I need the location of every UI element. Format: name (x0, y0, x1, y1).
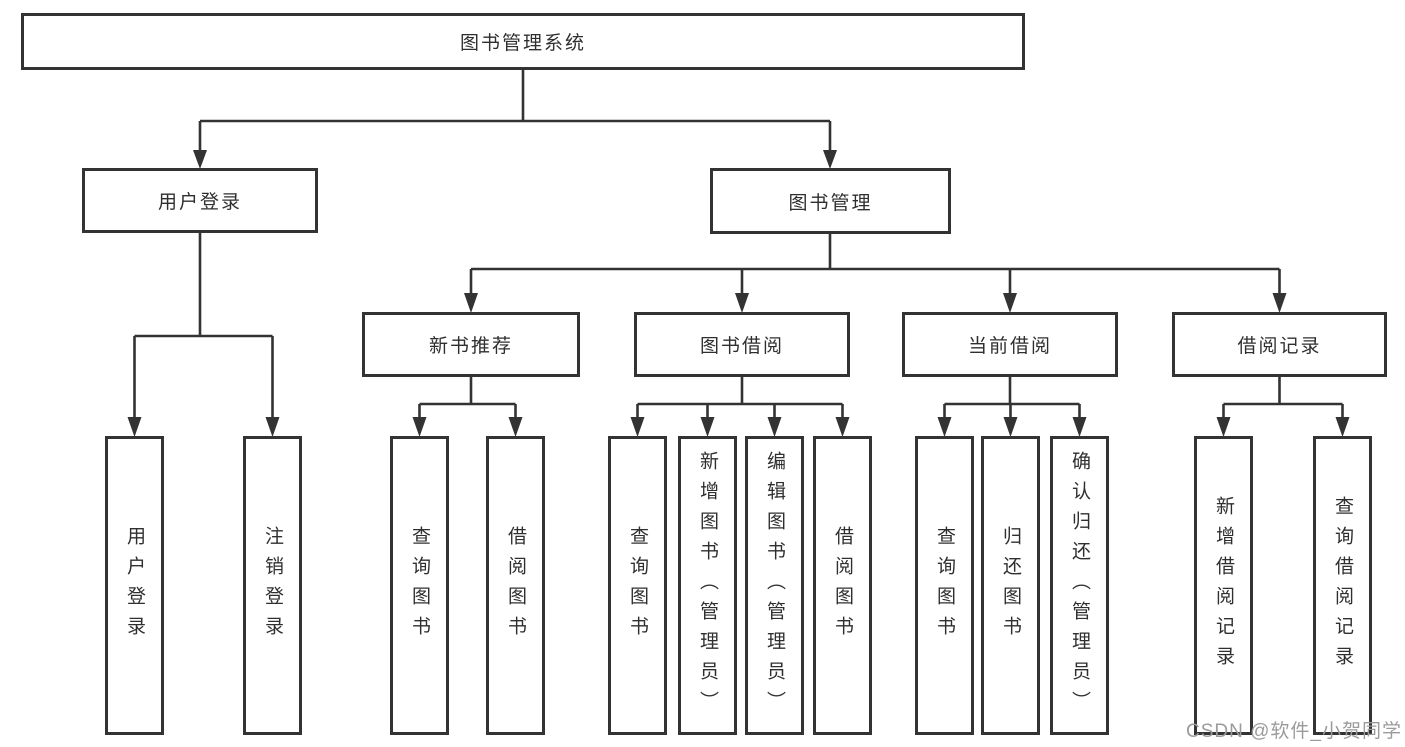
connector-login (127, 233, 280, 437)
connector-book-borrow (630, 377, 850, 437)
leaf-query-books-borrow: 查询图书 (608, 436, 667, 735)
leaf-borrow-books-recommend-label: 借阅图书 (505, 525, 526, 646)
leaf-logout-label: 注销登录 (262, 525, 283, 646)
leaf-borrow-books-label: 借阅图书 (832, 525, 853, 646)
node-book-management-label: 图书管理 (788, 192, 873, 214)
leaf-query-books-recommend-label: 查询图书 (409, 525, 430, 646)
connector-borrow-records (1216, 377, 1350, 437)
node-book-management: 图书管理 (710, 168, 951, 234)
leaf-add-book-admin: 新增图书（管理员） (678, 436, 737, 735)
node-root: 图书管理系统 (21, 13, 1025, 70)
leaf-edit-book-admin: 编辑图书（管理员） (745, 436, 804, 735)
leaf-add-borrow-record: 新增借阅记录 (1194, 436, 1253, 735)
leaf-query-books-recommend: 查询图书 (390, 436, 449, 735)
leaf-query-books-current: 查询图书 (915, 436, 974, 735)
node-root-label: 图书管理系统 (459, 33, 586, 54)
node-borrow-records: 借阅记录 (1172, 312, 1387, 377)
node-new-book-recommend-label: 新书推荐 (428, 336, 513, 357)
leaf-return-book: 归还图书 (981, 436, 1040, 735)
leaf-return-book-label: 归还图书 (1000, 525, 1021, 646)
leaf-query-borrow-record-label: 查询借阅记录 (1332, 495, 1353, 676)
leaf-confirm-return-admin-label: 确认归还（管理员） (1069, 450, 1090, 721)
leaf-add-borrow-record-label: 新增借阅记录 (1213, 495, 1234, 676)
leaf-borrow-books: 借阅图书 (813, 436, 872, 735)
leaf-query-books-current-label: 查询图书 (934, 525, 955, 646)
leaf-add-book-admin-label: 新增图书（管理员） (697, 450, 718, 721)
node-book-borrow-label: 图书借阅 (699, 336, 784, 357)
node-user-login: 用户登录 (82, 168, 318, 233)
connector-current-borrow (937, 377, 1087, 437)
leaf-query-borrow-record: 查询借阅记录 (1313, 436, 1372, 735)
connector-new-book-recommend (412, 377, 523, 437)
node-book-borrow: 图书借阅 (634, 312, 850, 377)
leaf-edit-book-admin-label: 编辑图书（管理员） (764, 450, 785, 721)
connector-management (464, 234, 1287, 313)
node-current-borrow-label: 当前借阅 (967, 336, 1052, 357)
node-new-book-recommend: 新书推荐 (362, 312, 580, 377)
node-user-login-label: 用户登录 (157, 192, 242, 213)
leaf-query-books-borrow-label: 查询图书 (627, 525, 648, 646)
csdn-watermark: CSDN @软件_小贺同学 (1186, 721, 1402, 742)
leaf-borrow-books-recommend: 借阅图书 (486, 436, 545, 735)
node-current-borrow: 当前借阅 (902, 312, 1118, 377)
leaf-logout: 注销登录 (243, 436, 302, 735)
connector-root (193, 70, 837, 169)
leaf-confirm-return-admin: 确认归还（管理员） (1050, 436, 1109, 735)
leaf-user-login-label: 用户登录 (124, 525, 145, 646)
node-borrow-records-label: 借阅记录 (1237, 336, 1322, 357)
leaf-user-login: 用户登录 (105, 436, 164, 735)
